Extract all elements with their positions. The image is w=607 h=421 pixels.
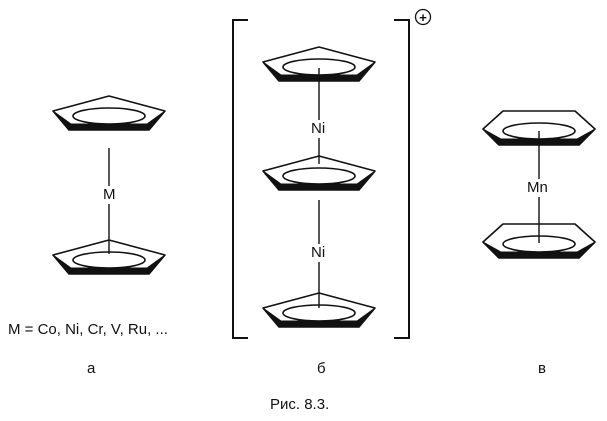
panel-label-a: а	[87, 360, 96, 377]
metal-list-a: M = Co, Ni, Cr, V, Ru, ...	[8, 321, 168, 338]
left-bracket	[232, 19, 248, 339]
svg-text:+: +	[419, 10, 427, 25]
metal-label-b-top: Ni	[310, 120, 327, 137]
cp-ring-b-middle	[262, 155, 376, 191]
metal-label-b-bottom: Ni	[310, 244, 327, 261]
cp-ring-c-top	[482, 110, 596, 146]
panel-label-b: б	[317, 360, 326, 377]
figure-caption: Рис. 8.3.	[270, 396, 330, 413]
cp-ring-a-bottom	[52, 239, 166, 275]
charge-symbol: +	[414, 8, 432, 26]
right-bracket	[394, 19, 410, 339]
panel-label-c: в	[538, 360, 546, 377]
metal-label-a: M	[102, 186, 117, 203]
metal-label-c: Mn	[526, 179, 549, 196]
cp-ring-c-bottom	[482, 223, 596, 259]
cp-ring-b-bottom	[262, 292, 376, 328]
cp-ring-a-top	[52, 95, 166, 131]
